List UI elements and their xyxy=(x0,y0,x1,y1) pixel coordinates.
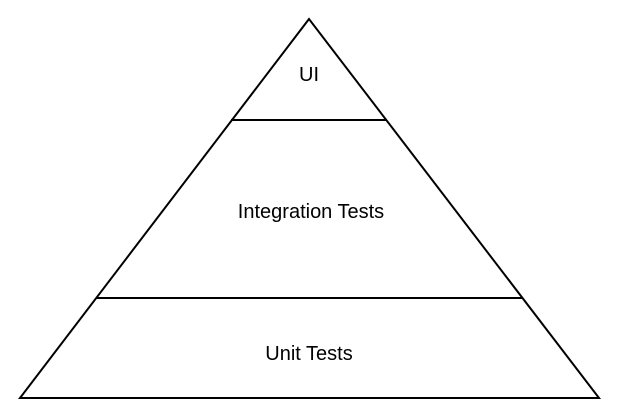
tier-label-ui: UI xyxy=(299,64,319,86)
tier-label-unit-tests: Unit Tests xyxy=(265,343,352,365)
pyramid-outline xyxy=(17,17,602,399)
tier-label-integration-tests: Integration Tests xyxy=(238,201,384,223)
